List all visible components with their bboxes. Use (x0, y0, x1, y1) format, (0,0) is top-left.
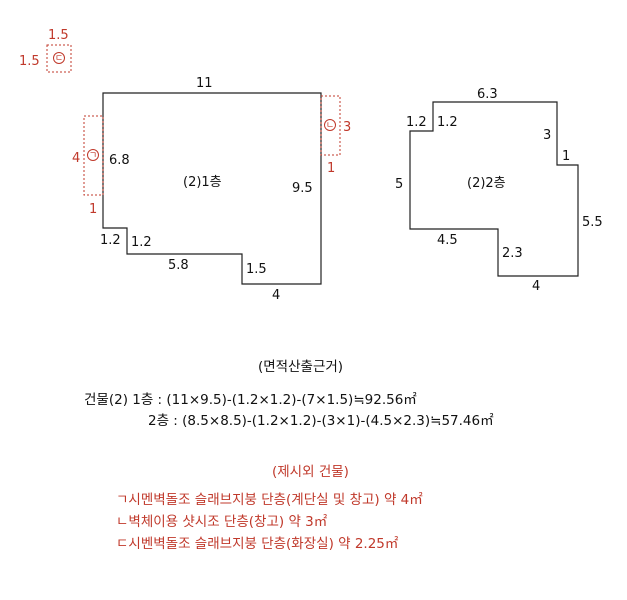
annex-a-symbol-icon (87, 149, 99, 161)
annex-c-symbol: ㄷ (55, 54, 63, 64)
annex-b-outline (320, 95, 341, 156)
annex-b-symbol-icon (324, 119, 336, 131)
floor1-dim-bottom: 4 (272, 288, 280, 303)
annex-c-dim-width: 1.5 (48, 28, 69, 43)
floor2-dim-bot-left: 4.5 (437, 233, 458, 248)
excluded-heading: (제시외 건물) (272, 464, 349, 480)
annex-a-dim-height: 4 (72, 151, 80, 166)
floor2-dim-notch: 2.3 (502, 246, 523, 261)
floor2-dim-r2: 1 (562, 149, 570, 164)
floor1-outline (102, 92, 322, 285)
excluded-item-a: ㄱ시멘벽돌조 슬래브지붕 단층(계단실 및 창고) 약 4㎡ (116, 492, 423, 508)
floor1-dim-right: 9.5 (292, 181, 313, 196)
floor1-label: (2)1층 (183, 175, 222, 190)
floor2-dim-right: 5.5 (582, 215, 603, 230)
floor1-dim-notch: 1.5 (246, 262, 267, 277)
annex-c-outline (46, 44, 72, 73)
floor1-dim-step-h: 1.2 (131, 235, 152, 250)
floor1-dim-mid: 5.8 (168, 258, 189, 273)
floor2-dim-top: 6.3 (477, 87, 498, 102)
floor1-dim-top: 11 (196, 76, 213, 91)
floor2-label: (2)2층 (467, 176, 506, 191)
floor2-outline (409, 101, 579, 277)
floor1-dim-left: 6.8 (109, 153, 130, 168)
floor1-dim-step-v: 1.2 (100, 233, 121, 248)
floor2-dim-step-v: 1.2 (406, 115, 427, 130)
annex-a-dim-width: 1 (89, 202, 97, 217)
excluded-item-c: ㄷ시벤벽돌조 슬래브지붕 단층(화장실) 약 2.25㎡ (116, 536, 399, 552)
calc-heading: (면적산출근거) (258, 359, 344, 375)
annex-b-dim-width: 1 (327, 161, 335, 176)
annex-b-symbol: ㄴ (326, 121, 334, 131)
floor2-dim-r1: 3 (543, 128, 551, 143)
annex-a-symbol: ㄱ (89, 151, 97, 161)
floor2-dim-left: 5 (395, 177, 403, 192)
floor2-dim-bottom: 4 (532, 279, 540, 294)
annex-b-dim-height: 3 (343, 120, 351, 135)
annex-a-outline (83, 115, 104, 196)
annex-c-dim-height: 1.5 (19, 54, 40, 69)
calc-line-2: 2층 : (8.5×8.5)-(1.2×1.2)-(3×1)-(4.5×2.3)… (148, 413, 494, 429)
calc-line-1: 건물(2) 1층 : (11×9.5)-(1.2×1.2)-(7×1.5)≒92… (84, 392, 417, 408)
floor2-dim-step-h: 1.2 (437, 115, 458, 130)
annex-c-symbol-icon (53, 52, 65, 64)
excluded-item-b: ㄴ벽체이용 샷시조 단층(창고) 약 3㎡ (116, 514, 328, 530)
